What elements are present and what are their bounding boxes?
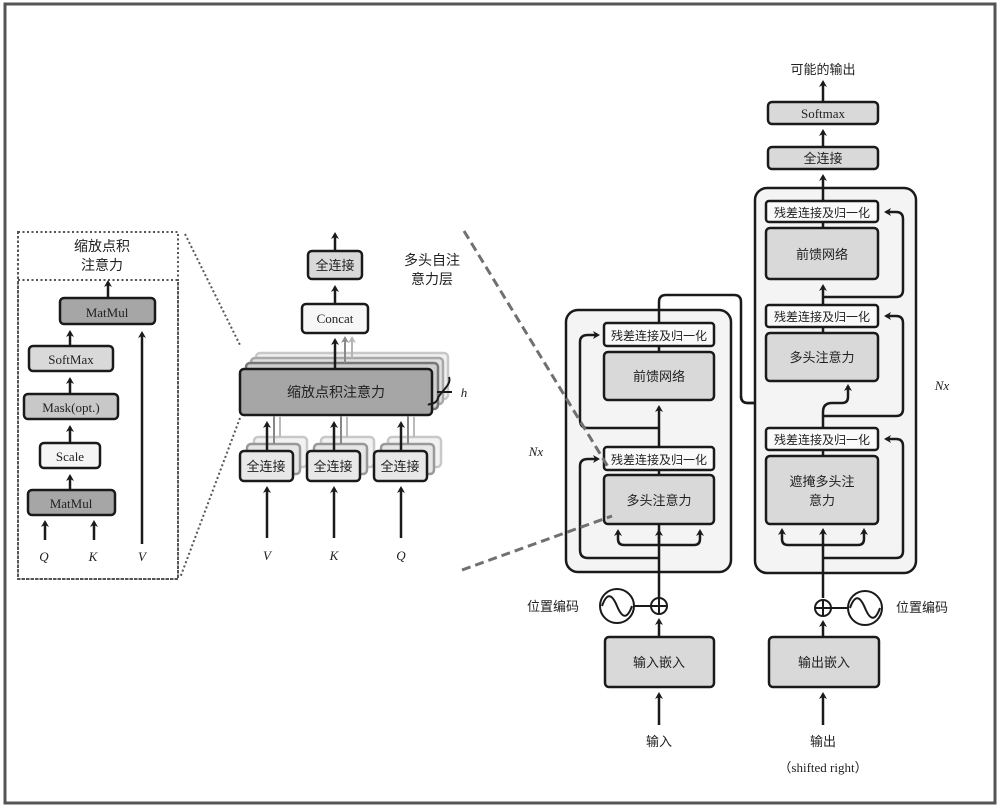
linear-q-box <box>372 449 429 483</box>
mha-label-line2: 意力层 <box>411 271 453 288</box>
sdpa-title-line2: 注意力 <box>81 257 123 274</box>
concat-box <box>300 302 370 335</box>
sdpa-input-q: Q <box>39 549 49 564</box>
decoder-ffn-box <box>764 226 880 281</box>
dashed-connector-top <box>462 230 612 471</box>
softmax-label: SoftMax <box>48 352 94 367</box>
decoder-repeat-label: Nx <box>934 378 950 393</box>
decoder-masked-mha-box <box>764 454 880 526</box>
decoder-add-norm-top <box>764 199 880 224</box>
mask-label: Mask(opt.) <box>42 400 99 415</box>
encoder-add-norm-top <box>602 321 716 348</box>
mha-input-v: V <box>263 548 273 563</box>
matmul-bottom-box <box>26 488 117 517</box>
mha-label-line1: 多头自注 <box>404 252 460 269</box>
mha-linear-out-box <box>306 249 364 281</box>
linear-k-stack: 全连接 <box>305 416 376 483</box>
decoder-add-norm-bottom <box>764 426 880 452</box>
sdpa-panel: 缩放点积 注意力 MatMul SoftMax Mask(opt.) Scale… <box>17 231 179 580</box>
linear-q-stack: 全连接 <box>372 416 443 483</box>
scale-label: Scale <box>56 449 84 464</box>
decoder-input-note: （shifted right） <box>778 760 867 775</box>
sdpa-input-v: V <box>138 549 148 564</box>
scale-box <box>38 441 102 470</box>
decoder-add-norm-bottom-label: 残差连接及归一化 <box>774 432 870 447</box>
input-embedding-label: 输入嵌入 <box>633 655 685 671</box>
softmax-box <box>27 344 115 373</box>
dashed-connector-bottom <box>461 514 613 572</box>
decoder-softmax-box <box>766 100 880 126</box>
linear-v-stack: 全连接 <box>238 416 309 483</box>
encoder-ffn-label: 前馈网络 <box>633 369 685 385</box>
decoder-mha-label: 多头注意力 <box>789 350 854 366</box>
decoder-input-label: 输出 <box>810 734 836 750</box>
decoder-ffn-label: 前馈网络 <box>796 247 848 263</box>
zoom-connector-bottom <box>179 417 241 579</box>
mask-box <box>22 392 120 421</box>
sdpa-input-k: K <box>88 549 99 564</box>
decoder-add-norm-mid-label: 残差连接及归一化 <box>774 309 870 324</box>
mha-panel: 多头自注 意力层 全连接 Concat 缩放点积注意力 h 全连接 <box>238 232 468 563</box>
encoder-add-norm-top-label: 残差连接及归一化 <box>611 328 707 343</box>
encoder-ffn-box <box>602 350 716 402</box>
linear-v-box <box>238 449 295 483</box>
sdpa-box <box>238 367 434 417</box>
linear-k-label: 全连接 <box>313 459 352 475</box>
encoder: 残差连接及归一化 前馈网络 残差连接及归一化 多头注意力 Nx 位置编码 输入嵌… <box>527 293 810 750</box>
decoder-mha-box <box>764 331 880 383</box>
decoder-output-label: 可能的输出 <box>790 62 855 78</box>
linear-k-box <box>305 449 362 483</box>
zoom-connector-top <box>184 233 241 346</box>
heads-label: h <box>461 385 468 400</box>
encoder-repeat-label: Nx <box>528 444 544 459</box>
decoder-add-norm-mid <box>764 303 880 329</box>
encoder-pos-encoding-label: 位置编码 <box>527 600 579 615</box>
output-embedding-box <box>767 635 881 689</box>
matmul-top-box <box>58 296 157 326</box>
matmul-bottom-label: MatMul <box>50 496 93 511</box>
sdpa-label: 缩放点积注意力 <box>287 384 385 401</box>
linear-q-label: 全连接 <box>380 459 419 475</box>
decoder-softmax-label: Softmax <box>801 106 846 121</box>
decoder: 可能的输出 Softmax 全连接 残差连接及归一化 前馈网络 残差连接及归一化… <box>753 62 950 775</box>
output-embedding-label: 输出嵌入 <box>798 655 850 671</box>
input-embedding-box <box>603 635 716 689</box>
sdpa-title-line1: 缩放点积 <box>74 239 130 255</box>
decoder-pos-encoding-label: 位置编码 <box>896 601 948 616</box>
decoder-masked-mha-label-line2: 意力 <box>809 493 835 509</box>
encoder-pos-encoding: 位置编码 <box>527 588 668 624</box>
decoder-pos-encoding: 位置编码 <box>814 590 948 626</box>
mha-linear-out-label: 全连接 <box>315 258 354 274</box>
encoder-mha-box <box>602 473 716 526</box>
decoder-add-norm-top-label: 残差连接及归一化 <box>774 205 870 220</box>
encoder-add-norm-bottom-label: 残差连接及归一化 <box>611 452 707 467</box>
concat-label: Concat <box>317 311 354 326</box>
decoder-linear-label: 全连接 <box>803 151 842 167</box>
encoder-input-label: 输入 <box>646 734 672 750</box>
encoder-mha-label: 多头注意力 <box>626 493 691 509</box>
outer-frame <box>3 2 997 805</box>
mha-input-k: K <box>329 548 340 563</box>
decoder-masked-mha-label-line1: 遮掩多头注 <box>789 474 854 490</box>
linear-v-label: 全连接 <box>246 459 285 475</box>
matmul-top-label: MatMul <box>86 305 129 320</box>
mha-input-q: Q <box>396 548 406 563</box>
decoder-linear-box <box>766 145 880 171</box>
